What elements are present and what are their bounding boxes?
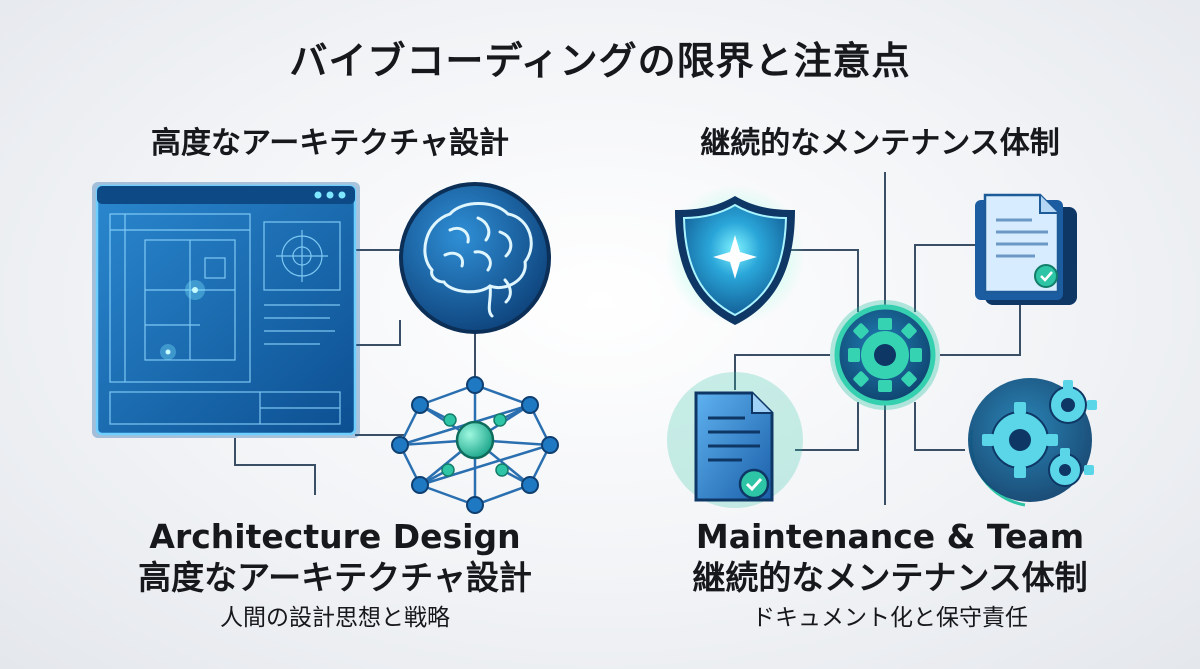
documents-stack-icon [975, 193, 1077, 305]
blueprint-window-icon [92, 182, 360, 438]
right-caption-subtitle: ドキュメント化と保守責任 [752, 605, 1028, 631]
shield-icon [665, 185, 805, 325]
network-graph-icon [391, 376, 559, 514]
right-section-heading: 継続的なメンテナンス体制 [700, 126, 1060, 161]
left-caption-japanese: 高度なアーキテクチャ設計 [138, 558, 532, 597]
page-title: バイブコーディングの限界と注意点 [289, 39, 911, 83]
document-check-icon [667, 372, 803, 508]
left-section-heading: 高度なアーキテクチャ設計 [151, 126, 509, 161]
left-caption: Architecture Design 高度なアーキテクチャ設計 人間の設計思想… [90, 517, 580, 635]
right-caption-japanese: 継続的なメンテナンス体制 [692, 558, 1088, 597]
left-caption-english: Architecture Design [149, 517, 521, 556]
right-caption-english: Maintenance & Team [695, 517, 1085, 556]
right-caption: Maintenance & Team 継続的なメンテナンス体制 ドキュメント化と… [640, 517, 1140, 635]
left-caption-subtitle: 人間の設計思想と戦略 [220, 605, 450, 631]
right-connectors [734, 172, 1021, 505]
left-connectors [234, 249, 476, 495]
brain-icon [399, 182, 551, 334]
gears-cluster-icon [968, 378, 1097, 507]
central-gear-icon [830, 300, 940, 410]
